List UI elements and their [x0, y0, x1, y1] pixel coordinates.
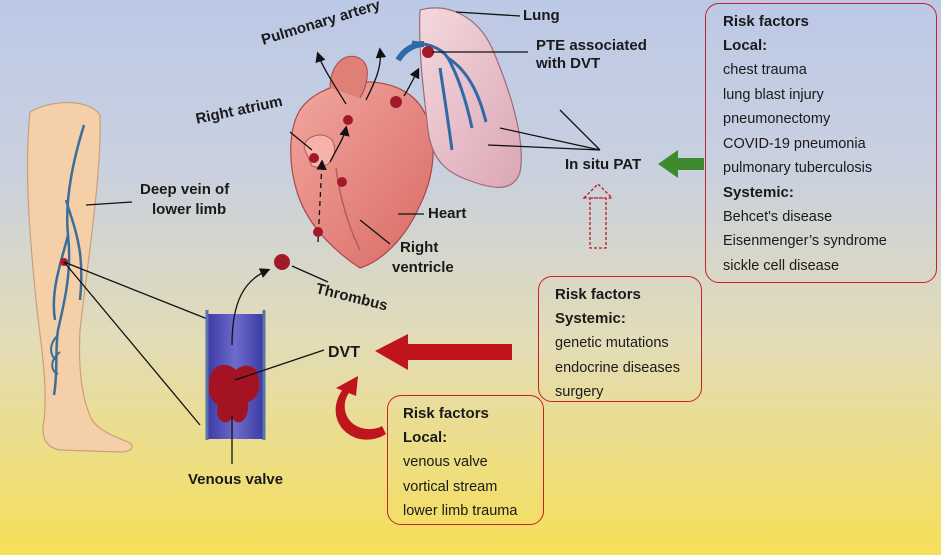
- risk-box-dvt-systemic-subtitle: Systemic:: [555, 310, 626, 327]
- list-item: vortical stream: [403, 478, 498, 495]
- risk-box-dvt-systemic: Risk factors Systemic: genetic mutations…: [538, 276, 702, 402]
- risk-box-pat: Risk factors Local: chest trauma lung bl…: [705, 3, 937, 283]
- list-item: Behcet's disease: [723, 208, 833, 225]
- label-pte-line1: PTE associated: [536, 37, 647, 54]
- leg-illustration: [26, 102, 133, 453]
- green-arrow: [658, 150, 704, 178]
- list-item: lung blast injury: [723, 86, 824, 103]
- label-right-ventricle-line1: Right: [400, 239, 439, 256]
- label-pte-line2: with DVT: [536, 55, 601, 72]
- risk-box-dvt-local: Risk factors Local: venous valve vortica…: [387, 395, 544, 525]
- list-item: Eisenmenger’s syndrome: [723, 233, 887, 249]
- risk-box-dvt-local-subtitle: Local:: [403, 429, 448, 446]
- vein-segment: [205, 310, 266, 440]
- list-item: lower limb trauma: [403, 503, 518, 519]
- label-deep-vein-line2: lower limb: [152, 201, 227, 218]
- list-item: sickle cell disease: [723, 257, 840, 274]
- label-venous-valve: Venous valve: [188, 471, 284, 488]
- lung-illustration: [395, 7, 522, 188]
- risk-box-dvt-systemic-list: genetic mutations endocrine diseases sur…: [555, 331, 691, 405]
- label-lung: Lung: [523, 7, 560, 24]
- list-item: venous valve: [403, 454, 488, 470]
- list-item: COVID-19 pneumonia: [723, 135, 866, 152]
- list-item: pulmonary tuberculosis: [723, 160, 873, 176]
- risk-box-dvt-local-list: venous valve vortical stream lower limb …: [403, 450, 533, 524]
- thrombus-clot: [274, 254, 290, 270]
- label-right-ventricle-line2: ventricle: [392, 259, 454, 276]
- risk-box-pat-local-title: Local:: [723, 37, 768, 54]
- risk-box-dvt-systemic-title: Risk factors: [555, 286, 641, 303]
- heart-illustration: [290, 55, 434, 269]
- label-dvt: DVT: [328, 344, 360, 361]
- dashed-up-arrow: [582, 183, 614, 249]
- risk-box-pat-local-list: chest trauma lung blast injury pneumonec…: [723, 58, 926, 181]
- list-item: endocrine diseases: [555, 359, 680, 376]
- curved-red-arrow: [335, 382, 386, 440]
- risk-box-pat-title: Risk factors: [723, 13, 809, 30]
- label-deep-vein-line1: Deep vein of: [140, 181, 230, 198]
- risk-box-dvt-local-title: Risk factors: [403, 405, 489, 422]
- list-item: genetic mutations: [555, 335, 669, 351]
- list-item: chest trauma: [723, 62, 807, 78]
- label-heart: Heart: [428, 205, 467, 222]
- red-arrow-dvt: [375, 334, 512, 370]
- label-in-situ-pat: In situ PAT: [565, 156, 642, 173]
- risk-box-pat-systemic-list: Behcet's disease Eisenmenger’s syndrome …: [723, 205, 926, 279]
- list-item: pneumonectomy: [723, 111, 831, 127]
- risk-box-pat-systemic-title: Systemic:: [723, 183, 794, 201]
- list-item: surgery: [555, 384, 604, 400]
